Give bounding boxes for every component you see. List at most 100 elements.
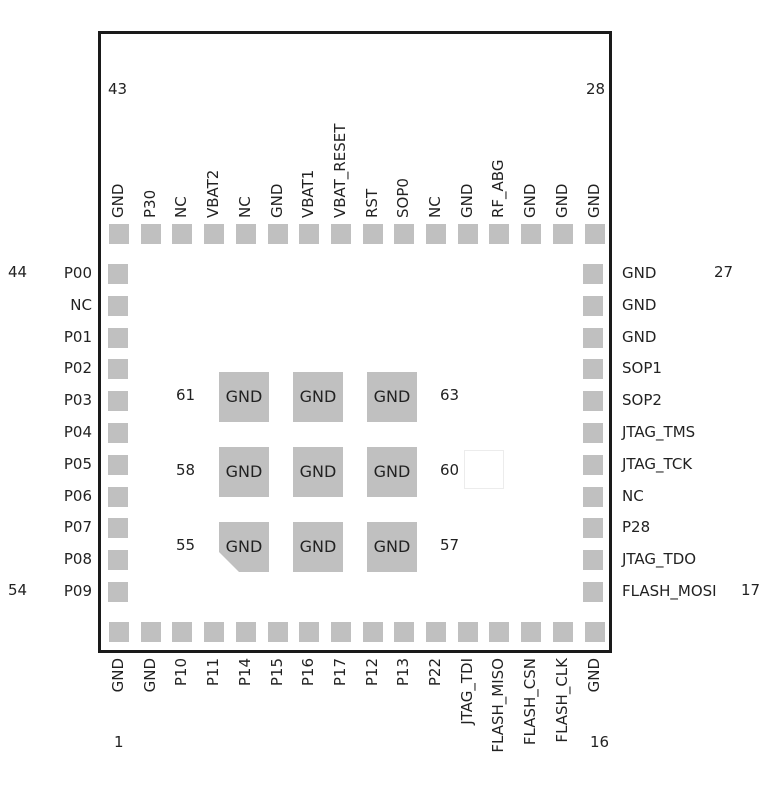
corner-number-left-bottom: 54 <box>8 581 28 599</box>
pad-bottom-4 <box>204 622 225 642</box>
pad-top-15 <box>552 224 573 244</box>
pin-label-right-4: SOP1 <box>622 359 662 378</box>
pin-label-bottom-8: P17 <box>330 658 349 687</box>
pad-bottom-6 <box>267 622 288 642</box>
pin-label-bottom-13: FLASH_MISO <box>489 658 508 753</box>
pad-left-9 <box>108 518 128 539</box>
pad-right-5 <box>583 391 603 412</box>
pin-label-bottom-10: P13 <box>394 658 413 687</box>
exposed-pad-label-2-2: GND <box>299 462 337 481</box>
pin-label-bottom-16: GND <box>584 658 603 693</box>
pin-label-top-9: RST <box>362 188 381 218</box>
pad-bottom-16 <box>584 622 605 642</box>
pin-label-right-10: JTAG_TDO <box>622 550 697 569</box>
pin-label-right-5: SOP2 <box>622 391 662 410</box>
corner-number-right-bottom: 17 <box>741 581 761 599</box>
pin-label-top-6: GND <box>267 183 286 218</box>
exposed-pad-2-1: GND <box>219 447 269 497</box>
exposed-pad-1-1: GND <box>219 372 269 422</box>
pin-label-top-5: NC <box>235 196 254 218</box>
pad-right-4 <box>583 359 603 380</box>
corner-number-left-top: 44 <box>8 263 28 281</box>
epad-row-label-right-3: 57 <box>440 536 460 554</box>
epad-row-label-2: 58 <box>176 461 196 479</box>
pin-label-top-10: SOP0 <box>394 178 413 218</box>
pad-bottom-15 <box>552 622 573 642</box>
exposed-pad-label-2-3: GND <box>373 462 411 481</box>
pad-left-2 <box>108 295 128 316</box>
pad-right-1 <box>583 264 603 284</box>
pad-top-13 <box>489 224 510 244</box>
pin-label-right-8: NC <box>622 486 644 505</box>
corner-number-bottom-right: 16 <box>590 733 610 751</box>
pad-bottom-5 <box>235 622 256 642</box>
pad-top-16 <box>584 224 605 244</box>
exposed-pad-label-2-1: GND <box>225 462 263 481</box>
exposed-pad-label-1-3: GND <box>373 387 411 406</box>
pin-label-top-3: NC <box>172 196 191 218</box>
corner-number-right-top: 27 <box>714 263 734 281</box>
pad-bottom-13 <box>489 622 510 642</box>
pad-top-7 <box>299 224 320 244</box>
epad-row-label-1: 61 <box>176 386 196 404</box>
pin-label-bottom-9: P12 <box>362 658 381 687</box>
pin-label-top-14: GND <box>521 183 540 218</box>
pad-top-11 <box>426 224 446 244</box>
pad-top-6 <box>267 224 288 244</box>
pad-right-8 <box>583 486 603 507</box>
pin-label-right-9: P28 <box>622 518 651 537</box>
pad-top-10 <box>394 224 415 244</box>
pad-bottom-2 <box>140 622 161 642</box>
pin-label-right-2: GND <box>622 295 657 314</box>
corner-number-bottom-left: 1 <box>114 733 124 751</box>
pin1-marker <box>464 450 504 489</box>
pin-label-bottom-4: P11 <box>204 658 223 687</box>
pad-left-6 <box>108 423 128 443</box>
pin-label-bottom-6: P15 <box>267 658 286 687</box>
pad-right-6 <box>583 423 603 443</box>
pad-top-5 <box>235 224 256 244</box>
corner-number-top-right: 28 <box>586 80 606 98</box>
pad-left-11 <box>108 582 128 602</box>
pin-label-bottom-5: P14 <box>235 658 254 687</box>
pin-label-top-1: GND <box>109 183 127 218</box>
pad-top-9 <box>362 224 383 244</box>
pad-bottom-3 <box>172 622 193 642</box>
pin-label-bottom-7: P16 <box>299 658 318 687</box>
pin-label-left-11: P09 <box>63 582 92 600</box>
pad-bottom-12 <box>457 622 478 642</box>
exposed-pad-1-3: GND <box>367 372 417 422</box>
pin-label-right-7: JTAG_TCK <box>622 454 693 473</box>
pin-label-right-1: GND <box>622 264 657 282</box>
exposed-pad-2-2: GND <box>293 447 343 497</box>
pin-label-left-9: P07 <box>63 518 92 537</box>
pad-bottom-10 <box>394 622 415 642</box>
pin-label-left-7: P05 <box>63 454 92 473</box>
pin-label-top-7: VBAT1 <box>299 169 318 218</box>
exposed-pad-2-3: GND <box>367 447 417 497</box>
pad-left-5 <box>108 391 128 412</box>
pin-label-top-11: NC <box>426 196 444 218</box>
chip-outline <box>98 31 612 653</box>
pad-bottom-14 <box>521 622 542 642</box>
pin-label-top-13: RF_ABG <box>489 159 508 218</box>
pad-bottom-7 <box>299 622 320 642</box>
epad-row-label-3: 55 <box>176 536 196 554</box>
pin-label-bottom-11: P22 <box>426 658 444 687</box>
pin-label-left-5: P03 <box>63 391 92 410</box>
pin-label-bottom-15: FLASH_CLK <box>552 658 571 743</box>
exposed-pad-1-2: GND <box>293 372 343 422</box>
pin-label-left-3: P01 <box>63 327 92 346</box>
pad-bottom-1 <box>109 622 129 642</box>
pin-label-top-2: P30 <box>140 189 159 218</box>
pin-label-bottom-12: JTAG_TDI <box>457 658 476 725</box>
pad-top-14 <box>521 224 542 244</box>
pin-label-bottom-3: P10 <box>172 658 191 687</box>
exposed-pad-3-2: GND <box>293 522 343 572</box>
pin-label-left-8: P06 <box>63 486 92 505</box>
pad-top-12 <box>457 224 478 244</box>
pad-left-1 <box>108 264 128 284</box>
pad-left-10 <box>108 550 128 571</box>
pin-label-top-4: VBAT2 <box>204 169 223 218</box>
pad-top-2 <box>140 224 161 244</box>
